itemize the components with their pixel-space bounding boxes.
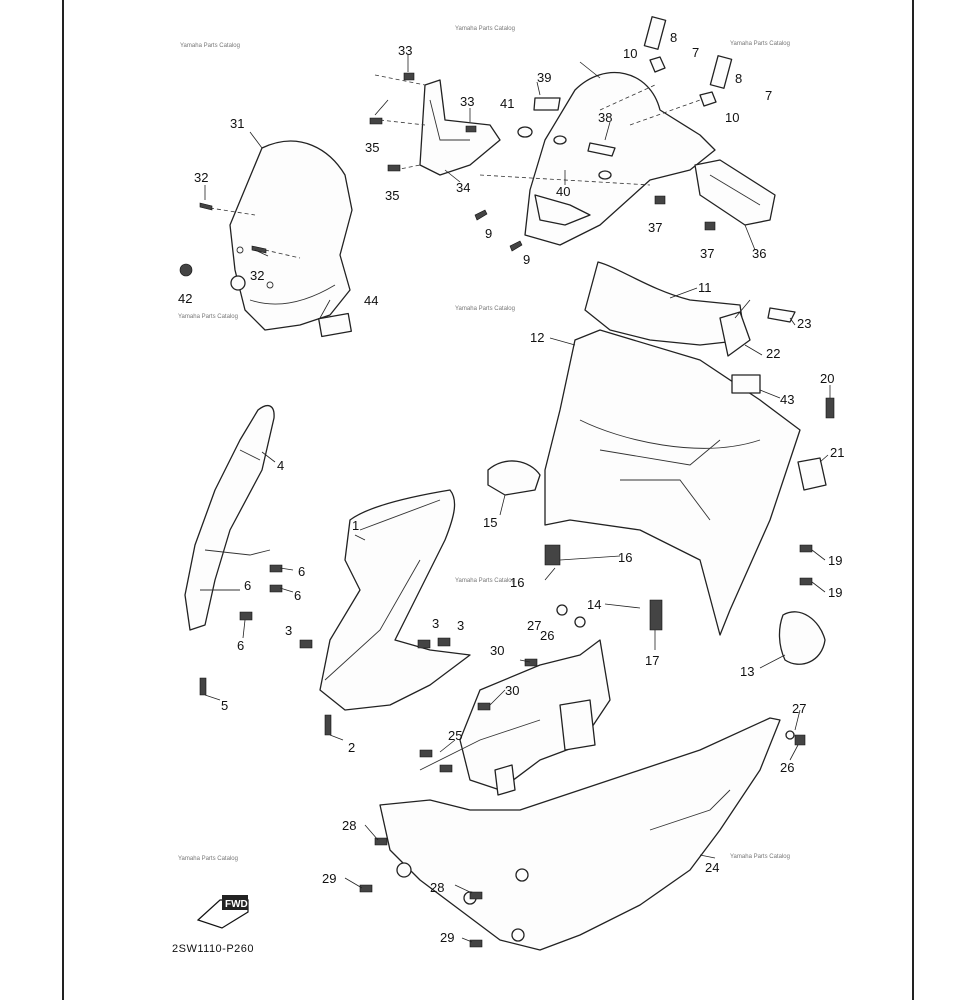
callout-label: 3 [285, 623, 292, 638]
watermark: Yamaha Parts Catalog [730, 41, 790, 47]
callout-label: 7 [765, 88, 772, 103]
callout-label: 30 [490, 643, 504, 658]
callout-label: 6 [294, 588, 301, 603]
callout-label: 26 [780, 760, 794, 775]
callout-label: 7 [692, 45, 699, 60]
callout-label: 9 [485, 226, 492, 241]
callout-label: 29 [440, 930, 454, 945]
callout-label: 24 [705, 860, 719, 875]
callout-label: 37 [648, 220, 662, 235]
callout-label: 6 [244, 578, 251, 593]
callout-label: 38 [598, 110, 612, 125]
callout-label: 35 [385, 188, 399, 203]
callout-label: 3 [432, 616, 439, 631]
callout-label: 27 [792, 701, 806, 716]
callout-label: 19 [828, 553, 842, 568]
callout-label: 33 [398, 43, 412, 58]
callout-label: 32 [194, 170, 208, 185]
callout-label: 11 [698, 280, 712, 295]
callout-label: 8 [670, 30, 677, 45]
drawing-code: 2SW1110-P260 [172, 943, 254, 955]
callout-label: 5 [221, 698, 228, 713]
callout-label: 28 [430, 880, 444, 895]
side-cover-part [299, 489, 471, 736]
callout-label: 28 [342, 818, 356, 833]
fwd-label: FWD [225, 899, 248, 910]
callout-label: 26 [540, 628, 554, 643]
front-direction-badge: FWD [196, 895, 249, 929]
inner-panel-part [487, 261, 835, 665]
callout-label: 23 [797, 316, 811, 331]
callout-label: 16 [510, 575, 524, 590]
callout-label: 32 [250, 268, 264, 283]
callout-label: 37 [700, 246, 714, 261]
callout-label: 9 [523, 252, 530, 267]
callout-label: 40 [556, 184, 570, 199]
callout-label: 43 [780, 392, 794, 407]
callout-label: 25 [448, 728, 462, 743]
watermark: Yamaha Parts Catalog [730, 854, 790, 860]
stay-bracket-part [654, 159, 776, 231]
callout-label: 17 [645, 653, 659, 668]
callout-label: 31 [230, 116, 244, 131]
callout-label: 41 [500, 96, 514, 111]
callout-labels: 1 2 3 3 3 4 5 6 6 6 6 7 7 8 8 9 9 10 10 … [178, 30, 844, 945]
callout-label: 42 [178, 291, 192, 306]
callout-label: 1 [352, 518, 359, 533]
watermark: Yamaha Parts Catalog [455, 578, 515, 584]
callout-label: 3 [457, 618, 464, 633]
callout-label: 34 [456, 180, 470, 195]
callout-label: 13 [740, 664, 754, 679]
callout-label: 6 [298, 564, 305, 579]
callout-label: 30 [505, 683, 519, 698]
watermark: Yamaha Parts Catalog [455, 26, 515, 32]
callout-label: 44 [364, 293, 378, 308]
callout-label: 16 [618, 550, 632, 565]
callout-label: 2 [348, 740, 355, 755]
callout-label: 14 [587, 597, 601, 612]
bracket-part [369, 72, 501, 176]
callout-label: 19 [828, 585, 842, 600]
callout-label: 21 [830, 445, 844, 460]
callout-label: 4 [277, 458, 284, 473]
callout-label: 12 [530, 330, 544, 345]
side-panel-left-part [184, 404, 283, 696]
watermark: Yamaha Parts Catalog [455, 306, 515, 312]
watermark: Yamaha Parts Catalog [180, 43, 240, 49]
callout-label: 10 [725, 110, 739, 125]
lower-cover-part [359, 604, 806, 951]
callout-label: 39 [537, 70, 551, 85]
callout-label: 10 [623, 46, 637, 61]
watermark: Yamaha Parts Catalog [178, 856, 238, 862]
callout-label: 8 [735, 71, 742, 86]
callout-label: 20 [820, 371, 834, 386]
leader-lines [204, 55, 831, 943]
watermark: Yamaha Parts Catalog [178, 314, 238, 320]
callout-label: 35 [365, 140, 379, 155]
callout-label: 36 [752, 246, 766, 261]
callout-label: 15 [483, 515, 497, 530]
callout-label: 27 [527, 618, 541, 633]
left-border-line [62, 0, 64, 1000]
callout-label: 33 [460, 94, 474, 109]
callout-label: 6 [237, 638, 244, 653]
windscreen-part [179, 140, 353, 338]
callout-label: 22 [766, 346, 780, 361]
right-border-line [912, 0, 914, 1000]
callout-label: 29 [322, 871, 336, 886]
